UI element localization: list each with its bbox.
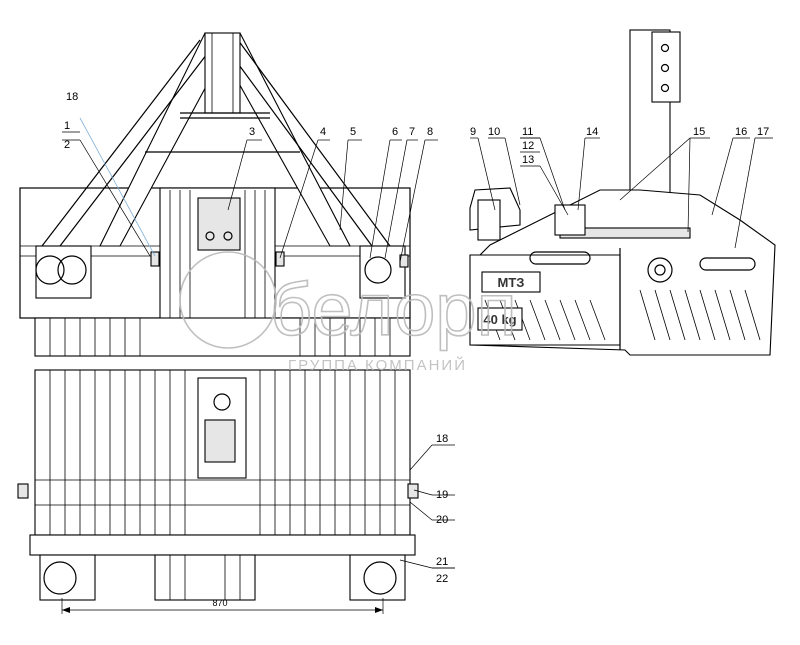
top-view-assembly: 870 bbox=[17, 369, 419, 614]
callout-4: 4 bbox=[320, 126, 326, 138]
callout-16: 16 bbox=[735, 126, 747, 138]
cross-beam bbox=[29, 534, 416, 556]
callout-7: 7 bbox=[409, 126, 415, 138]
callout-13: 13 bbox=[522, 154, 534, 166]
left-wheel bbox=[35, 245, 92, 299]
front-view-assembly bbox=[19, 32, 411, 357]
mass-stamp: 40 kg bbox=[483, 312, 516, 327]
callout-15: 15 bbox=[693, 126, 705, 138]
callout-underlines bbox=[62, 131, 540, 569]
left-wheel-top bbox=[39, 554, 96, 601]
dimension-value: 870 bbox=[212, 598, 227, 608]
three-point-hitch bbox=[41, 32, 391, 247]
callout-5: 5 bbox=[350, 126, 356, 138]
callout-22: 22 bbox=[436, 573, 448, 585]
right-wheel bbox=[359, 245, 409, 299]
callout-3: 3 bbox=[249, 126, 255, 138]
mass-stamp-box bbox=[477, 307, 523, 331]
callout-14: 14 bbox=[586, 126, 598, 138]
callout-17: 17 bbox=[757, 126, 769, 138]
callout-11: 11 bbox=[522, 126, 533, 138]
bolt bbox=[150, 251, 160, 267]
bolt bbox=[275, 251, 285, 267]
ribbed-weights-top bbox=[34, 317, 411, 357]
callout-9: 9 bbox=[470, 126, 476, 138]
callout-numbers: 18 1 2 3 4 5 6 7 8 9 10 11 12 13 14 15 1… bbox=[64, 91, 769, 585]
callout-6: 6 bbox=[392, 126, 398, 138]
callout-2: 2 bbox=[64, 139, 70, 151]
callout-18-bottom: 18 bbox=[436, 433, 448, 445]
callout-18-top: 18 bbox=[66, 91, 78, 103]
watermark-subtitle: ГРУППА КОМПАНИЙ bbox=[288, 356, 467, 374]
brand-stamp-box bbox=[481, 271, 541, 293]
callout-10: 10 bbox=[488, 126, 500, 138]
brand-stamp: МТЗ bbox=[498, 275, 525, 290]
callout-21: 21 bbox=[436, 556, 448, 568]
callout-20: 20 bbox=[436, 514, 448, 526]
callout-8: 8 bbox=[427, 126, 433, 138]
watermark-logo-text: белорп bbox=[270, 268, 517, 351]
center-weight-stack bbox=[159, 187, 276, 324]
watermark: белорп ГРУППА КОМПАНИЙ bbox=[179, 251, 517, 374]
leader-lines bbox=[62, 117, 773, 569]
callout-1: 1 bbox=[64, 120, 70, 132]
callout-19: 19 bbox=[436, 489, 448, 501]
callout-12: 12 bbox=[522, 140, 534, 152]
dimension-870: 870 bbox=[61, 598, 384, 614]
